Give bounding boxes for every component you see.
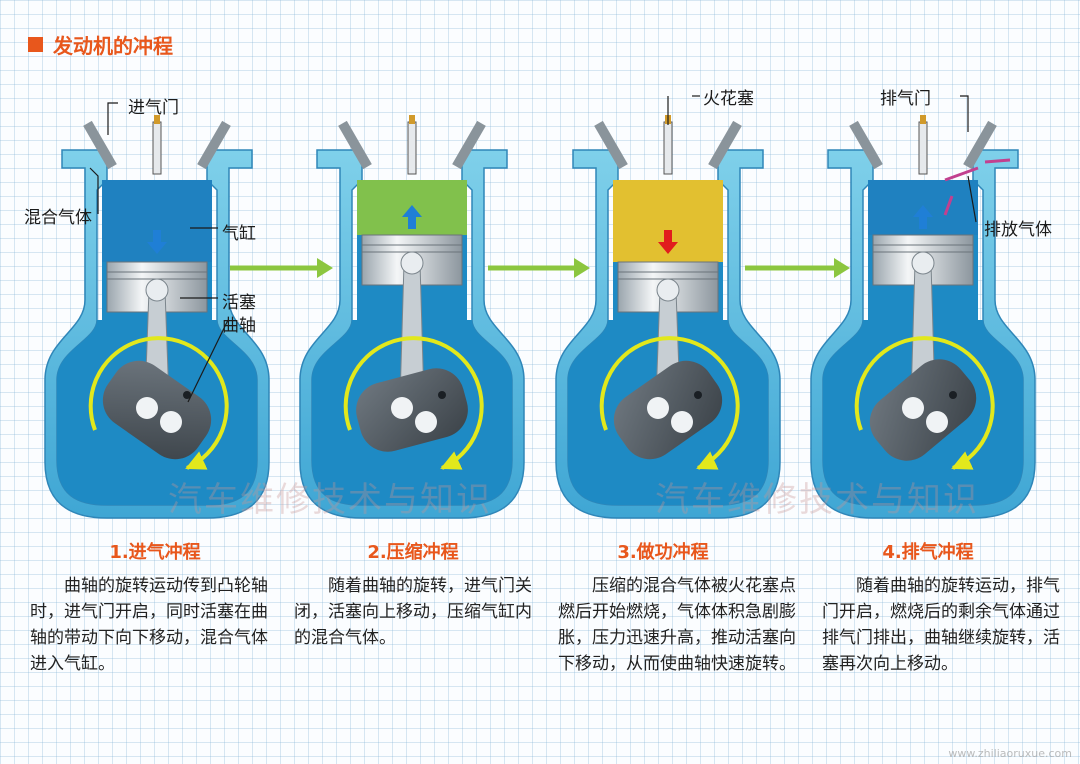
piston-direction-arrow (402, 205, 422, 229)
spark-plug (407, 121, 417, 175)
crank-journal (647, 397, 669, 419)
callout-intake-valve: 进气门 (128, 98, 179, 118)
flow-arrow-head (834, 258, 850, 278)
crank-dot (183, 391, 191, 399)
crank-dot (438, 391, 446, 399)
site-watermark: www.zhiliaoruxue.com (948, 747, 1072, 760)
crank-journal (902, 397, 924, 419)
spark-plug (152, 121, 162, 175)
stage-desc-compression: 随着曲轴的旋转，进气门关闭，活塞向上移动，压缩气缸内的混合气体。 (294, 576, 532, 648)
spark-plug (918, 121, 928, 175)
exhaust-valve-spring (452, 120, 486, 170)
callout-exhaust-valve: 排气门 (880, 89, 931, 109)
rotation-arrow (88, 336, 229, 470)
crank-journal (391, 397, 413, 419)
spark-plug-tip (920, 115, 926, 124)
callout-mixture: 混合气体 (24, 208, 92, 228)
intake-valve-spring (83, 120, 117, 170)
rotation-arrow (854, 336, 995, 470)
crank-journal (926, 411, 948, 433)
stage-title-intake: 1.进气冲程 (109, 542, 201, 563)
callout-spark-plug: 火花塞 (703, 89, 754, 109)
intake-valve-spring (594, 120, 628, 170)
stage-title-power: 3.做功冲程 (617, 542, 709, 563)
exhaust-valve-spring (197, 120, 231, 170)
stage-desc-intake: 曲轴的旋转运动传到凸轮轴时，进气门开启，同时活塞在曲轴的带动下向下移动，混合气体… (30, 576, 268, 674)
spark-plug-tip (154, 115, 160, 124)
watermark-right: 汽车维修技术与知识 (655, 480, 979, 520)
crank-dot (694, 391, 702, 399)
combustion-chamber (613, 180, 723, 262)
engine-exhaust (810, 115, 1036, 519)
crank-journal (136, 397, 158, 419)
piston-direction-arrow (913, 205, 933, 229)
stage-title-exhaust: 4.排气冲程 (882, 542, 974, 563)
exhaust-valve-spring (963, 120, 997, 170)
piston-pin (911, 251, 935, 275)
piston-direction-arrow (658, 230, 678, 254)
piston-pin (400, 251, 424, 275)
exhaust-valve-spring (708, 120, 742, 170)
intake-valve-spring (849, 120, 883, 170)
crank-journal (160, 411, 182, 433)
piston-pin (145, 278, 169, 302)
title-marker (28, 37, 43, 52)
engine-compression (299, 115, 525, 519)
stage-title-compression: 2.压缩冲程 (367, 542, 459, 563)
callout-piston: 活塞 (222, 293, 256, 313)
intake-valve-spring (338, 120, 372, 170)
piston-direction-arrow (147, 230, 167, 254)
engine-intake (44, 115, 270, 519)
callout-crankshaft: 曲轴 (222, 316, 256, 336)
callout-cylinder: 气缸 (222, 224, 256, 244)
rotation-arrow (599, 336, 740, 470)
combustion-chamber (102, 180, 212, 262)
callout-exhaust-gas: 排放气体 (984, 220, 1052, 240)
crank-journal (415, 411, 437, 433)
piston-pin (656, 278, 680, 302)
crank-dot (949, 391, 957, 399)
page-title: 发动机的冲程 (53, 34, 173, 58)
watermark-left: 汽车维修技术与知识 (168, 480, 492, 520)
flow-arrow-head (574, 258, 590, 278)
flow-arrow-head (317, 258, 333, 278)
spark-plug (663, 121, 673, 175)
crank-journal (671, 411, 693, 433)
rotation-arrow (343, 336, 484, 470)
stage-desc-exhaust: 随着曲轴的旋转运动，排气门开启，燃烧后的剩余气体通过排气门排出，曲轴继续旋转，活… (822, 576, 1060, 674)
spark-plug-tip (409, 115, 415, 124)
stage-desc-power: 压缩的混合气体被火花塞点燃后开始燃烧，气体体积急剧膨胀，压力迅速升高，推动活塞向… (558, 576, 796, 674)
header: 发动机的冲程 (28, 30, 173, 59)
engine-power (555, 115, 781, 519)
